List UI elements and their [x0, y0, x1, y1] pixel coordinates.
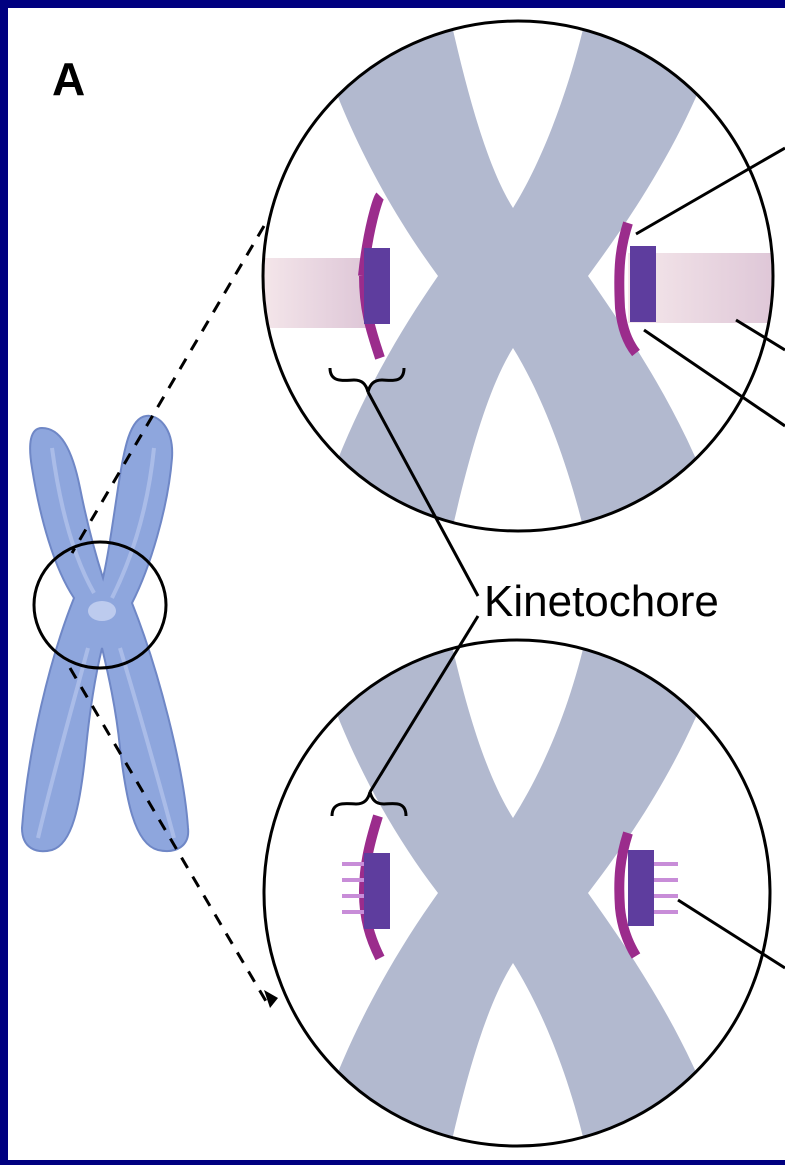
kinetochore-label: Kinetochore: [484, 580, 719, 624]
panel-letter: A: [52, 56, 85, 102]
zoom-circle-bottom: [264, 628, 770, 1158]
chromosome-icon: [22, 416, 188, 851]
figure-canvas: A Kinetochore: [8, 8, 785, 1160]
zoom-circle-top: [258, 8, 778, 548]
zoom-line-upper: [72, 226, 264, 553]
